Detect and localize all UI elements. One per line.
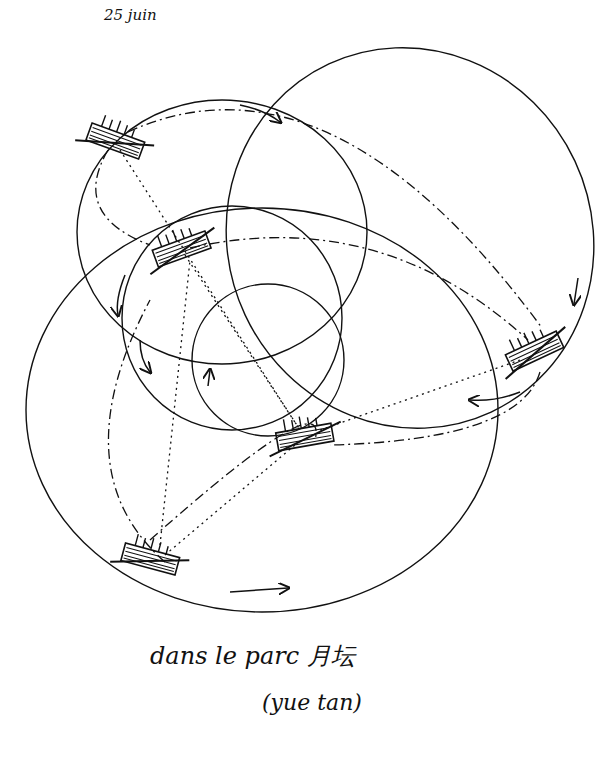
figure-sketch: [139, 216, 222, 274]
path-line: [128, 110, 542, 328]
arrow: [117, 275, 125, 315]
figure-sketch: [264, 410, 345, 457]
arrow: [470, 392, 520, 400]
path-line: [330, 372, 540, 445]
path-line: [150, 424, 316, 540]
circle: [164, 0, 598, 489]
arrow: [574, 278, 578, 304]
handwritten-note: 25 juin: [104, 6, 157, 24]
direction-arrows: [117, 105, 578, 592]
path-line: [185, 255, 300, 430]
path-line: [160, 260, 190, 545]
path-line: [108, 300, 165, 562]
handwritten-note: (yue tan): [262, 690, 362, 715]
arrow: [230, 588, 288, 592]
circle: [192, 284, 344, 436]
figure-sketch: [491, 316, 574, 379]
circle: [26, 208, 498, 612]
handwritten-note: dans le parc 月坛: [150, 640, 355, 672]
figure-sketch: [75, 108, 158, 166]
arrow: [208, 370, 210, 386]
path-line: [165, 445, 295, 555]
trajectory-circles: [26, 0, 598, 612]
path-line: [120, 150, 300, 430]
path-line: [190, 238, 528, 340]
arrow: [240, 105, 280, 122]
dotted-paths: [120, 150, 520, 555]
path-line: [96, 150, 150, 245]
circle: [77, 100, 367, 364]
dash-dot-paths: [96, 110, 542, 562]
path-line: [320, 360, 520, 430]
figure-sketch: [110, 529, 192, 582]
circle: [122, 206, 342, 430]
arrow: [140, 340, 150, 372]
